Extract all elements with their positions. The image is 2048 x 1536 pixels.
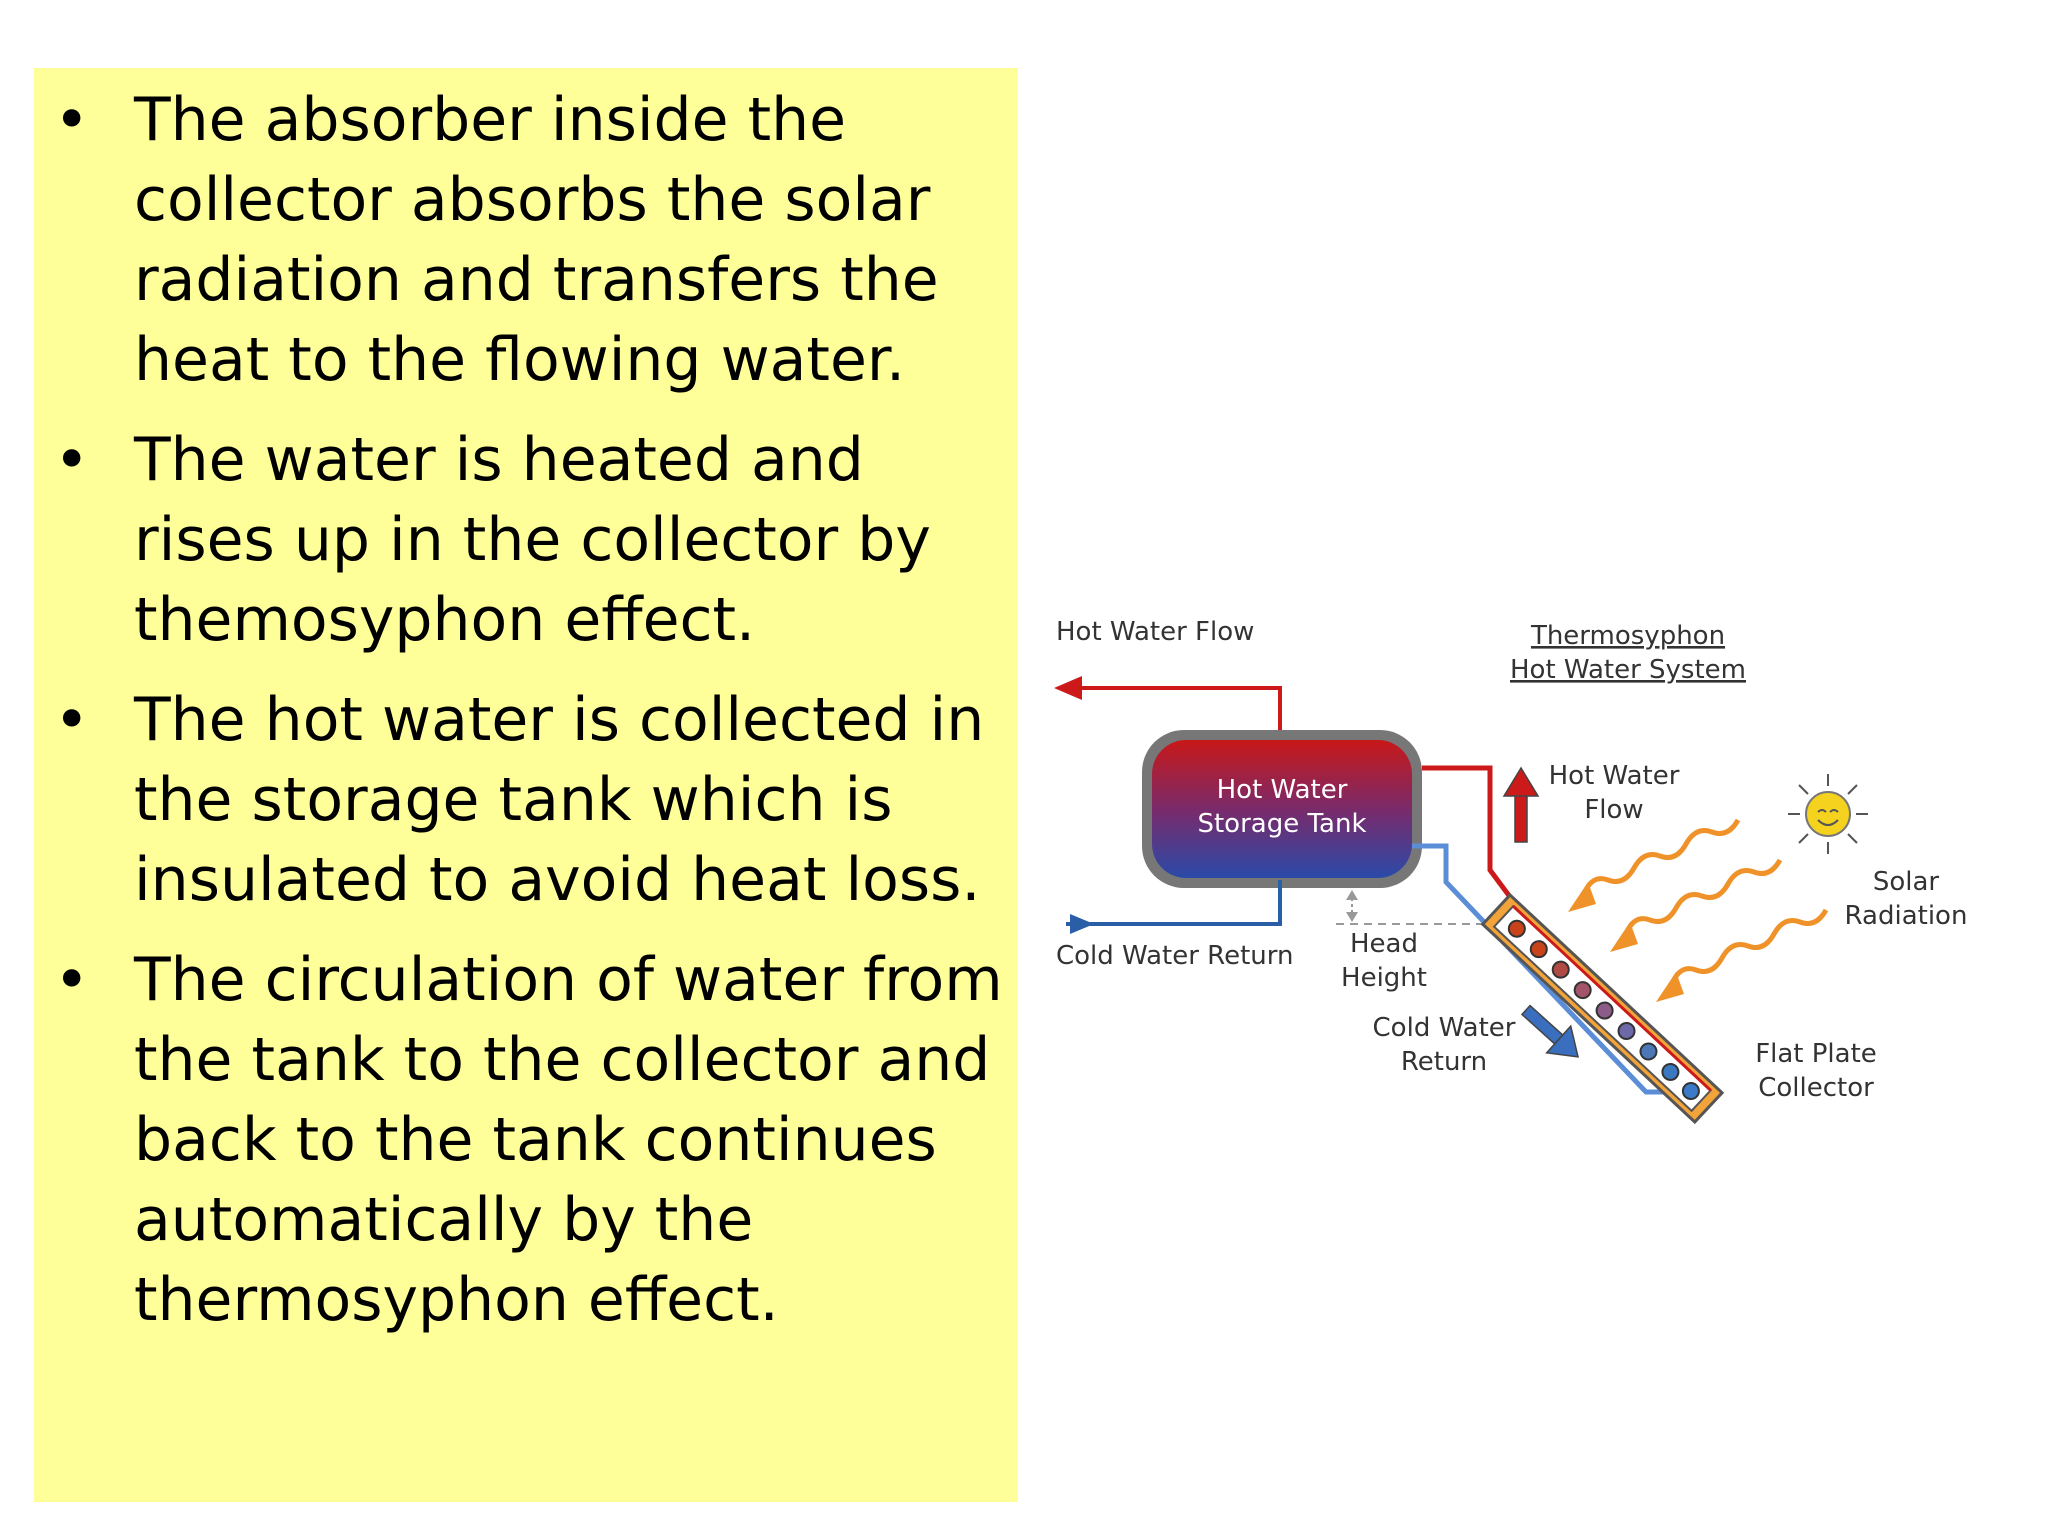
collector-label-line2: Collector xyxy=(1758,1073,1874,1103)
hot-water-out-pipe xyxy=(1070,686,1282,738)
riser-label-line1: Hot Water xyxy=(1549,761,1680,791)
head-height-arrow-down xyxy=(1346,912,1358,922)
sun-icon xyxy=(1788,774,1868,854)
hot-water-flow-out-label: Hot Water Flow xyxy=(1056,620,1254,647)
diagram-title-line1: Thermosyphon xyxy=(1530,621,1725,651)
bullet-item: The water is heated and rises up in the … xyxy=(34,420,1018,660)
bullet-item: The circulation of water from the tank t… xyxy=(34,940,1018,1340)
text-panel: The absorber inside the collector absorb… xyxy=(34,68,1018,1502)
cold-water-return-in-label: Cold Water Return xyxy=(1056,941,1293,971)
solar-ray-3 xyxy=(1656,908,1829,1002)
head-height-label-line1: Head xyxy=(1350,929,1418,959)
cold-water-in-arrowhead xyxy=(1070,914,1094,934)
collector-label-line1: Flat Plate xyxy=(1755,1039,1877,1069)
cold-return-label-line2: Return xyxy=(1401,1047,1487,1077)
solar-label-line2: Radiation xyxy=(1845,901,1968,931)
solar-ray-2 xyxy=(1610,858,1783,952)
riser-label-line2: Flow xyxy=(1584,795,1643,825)
flat-plate-collector xyxy=(1480,892,1725,1125)
cold-water-in-pipe xyxy=(1066,880,1282,926)
solar-ray-1 xyxy=(1568,818,1741,912)
hot-flow-arrow-head xyxy=(1502,766,1540,797)
hot-water-out-arrowhead xyxy=(1054,676,1082,700)
solar-label-line1: Solar xyxy=(1873,867,1940,897)
bullet-list: The absorber inside the collector absorb… xyxy=(34,80,1018,1360)
bullet-item: The absorber inside the collector absorb… xyxy=(34,80,1018,400)
hot-flow-arrow-shaft xyxy=(1514,789,1528,843)
diagram-title-line2: Hot Water System xyxy=(1510,655,1746,685)
head-height-label-line2: Height xyxy=(1341,963,1427,993)
thermosyphon-diagram: Thermosyphon Hot Water System Hot Water … xyxy=(1054,620,1968,1125)
tank-label-line1: Hot Water xyxy=(1217,775,1348,805)
cold-return-label-line1: Cold Water xyxy=(1373,1013,1516,1043)
bullet-item: The hot water is collected in the storag… xyxy=(34,680,1018,920)
head-height-arrow-up xyxy=(1346,890,1358,900)
tank-label-line2: Storage Tank xyxy=(1197,809,1366,839)
storage-tank xyxy=(1152,740,1412,878)
cold-return-arrow xyxy=(1520,1004,1579,1058)
hot-riser-pipe xyxy=(1422,765,1519,907)
